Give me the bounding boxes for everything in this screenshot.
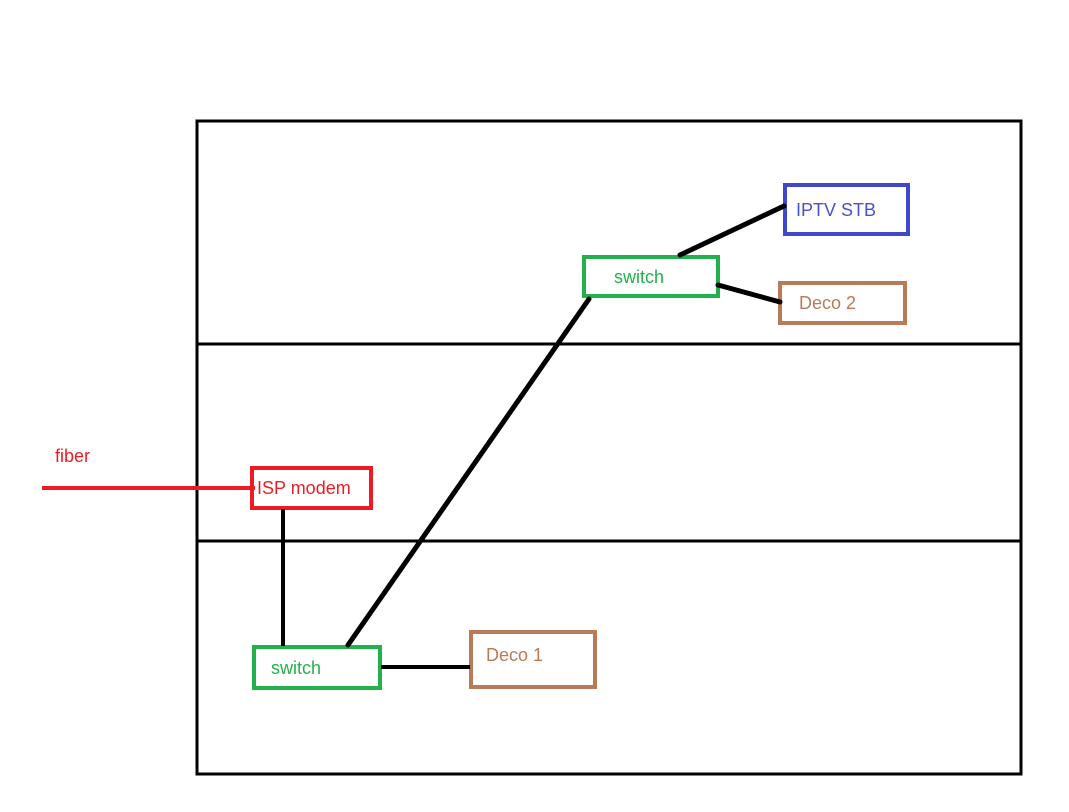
node-isp-modem: ISP modem [250, 466, 373, 510]
node-deco-1: Deco 1 [469, 630, 597, 689]
node-switch-upper-label: switch [614, 266, 665, 287]
node-switch-lower-label: switch [271, 657, 322, 678]
node-iptv-stb: IPTV STB [783, 183, 910, 236]
node-switch-lower: switch [252, 645, 382, 690]
fiber-label: fiber [55, 446, 91, 466]
node-switch-upper: switch [582, 255, 720, 298]
node-deco-2-label: Deco 2 [799, 293, 857, 313]
edge-lower-switch-to-upper-switch [345, 296, 592, 648]
edge-upper-switch-to-deco-2 [715, 282, 783, 305]
node-deco-2: Deco 2 [778, 281, 907, 325]
node-isp-modem-label: ISP modem [257, 478, 351, 498]
edge-upper-switch-to-iptv-stb [677, 203, 787, 258]
node-iptv-stb-label: IPTV STB [796, 199, 877, 220]
node-deco-1-label: Deco 1 [486, 645, 544, 665]
